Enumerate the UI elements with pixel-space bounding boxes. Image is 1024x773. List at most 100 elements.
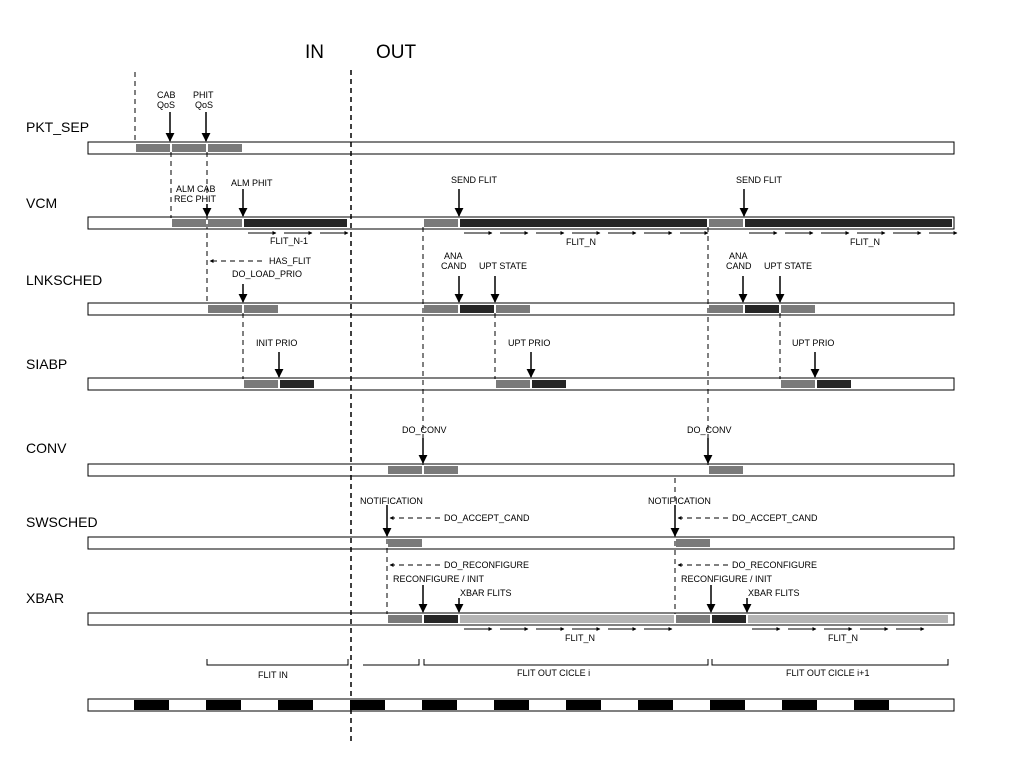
flit-n-1-label: FLIT_N-1	[270, 236, 308, 246]
cab-qos-label-line1: CAB	[157, 90, 176, 100]
swsched-timeline	[87, 536, 955, 550]
notification-label: NOTIFICATION	[648, 496, 711, 506]
flit-in-label: FLIT IN	[258, 670, 288, 680]
upt-state-label: UPT STATE	[764, 261, 812, 271]
notification-label: NOTIFICATION	[360, 496, 423, 506]
row-label-vcm: VCM	[26, 195, 57, 211]
siabp-segment	[532, 380, 566, 388]
clock-pulse	[278, 700, 313, 710]
clock-pulse	[134, 700, 169, 710]
lnksched-segment	[745, 305, 779, 313]
phit-qos-label-line1: PHIT	[193, 90, 214, 100]
has-flit-label: HAS_FLIT	[269, 256, 312, 266]
siabp-segment	[244, 380, 278, 388]
flit-n-label: FLIT_N	[565, 633, 595, 643]
siabp-segment	[280, 380, 314, 388]
xbar-segment	[748, 615, 948, 623]
reconfigure-init-label: RECONFIGURE / INIT	[681, 574, 773, 584]
flit-n-label: FLIT_N	[828, 633, 858, 643]
conv-segment	[709, 466, 743, 474]
flit-out-cycle-i1-bracket	[711, 659, 949, 666]
alm-cab-label-line1: ALM CAB	[176, 184, 216, 194]
lnksched-segment	[460, 305, 494, 313]
conv-segment	[424, 466, 458, 474]
do-conv-label: DO_CONV	[687, 425, 732, 435]
ana-cand-label-line2: CAND	[441, 261, 467, 271]
xbar-segment	[712, 615, 746, 623]
vcm-segment	[172, 219, 206, 227]
clock-pulse	[710, 700, 745, 710]
vcm-segment	[424, 219, 458, 227]
conv-segment	[388, 466, 422, 474]
xbar-segment	[460, 615, 674, 623]
flit-n-label: FLIT_N	[850, 237, 880, 247]
clock-pulse	[638, 700, 673, 710]
event-arrows	[165, 112, 820, 613]
pkt-sep-timeline	[87, 141, 955, 155]
clock-pulse	[782, 700, 817, 710]
reconfigure-init-label: RECONFIGURE / INIT	[393, 574, 485, 584]
vcm-segment	[208, 219, 242, 227]
flit-arrow-strips	[248, 231, 958, 631]
pkt-sep-segment	[172, 144, 206, 152]
clock-pulse	[854, 700, 889, 710]
send-flit-label: SEND FLIT	[451, 175, 498, 185]
ana-cand-label-line2: CAND	[726, 261, 752, 271]
flit-n-label: FLIT_N	[566, 237, 596, 247]
clock-pulse	[566, 700, 601, 710]
in-header: IN	[305, 42, 324, 63]
row-label-conv: CONV	[26, 440, 67, 456]
flit-out-cycle-i-label: FLIT OUT CICLE i	[517, 668, 590, 678]
row-label-pkt-sep: PKT_SEP	[26, 119, 89, 135]
vcm-segment	[745, 219, 952, 227]
upt-state-label: UPT STATE	[479, 261, 527, 271]
send-flit-label: SEND FLIT	[736, 175, 783, 185]
do-load-prio-label: DO_LOAD_PRIO	[232, 269, 302, 279]
guide-lines	[134, 70, 781, 745]
flit-in-bracket	[206, 659, 349, 666]
xbar-segment	[676, 615, 710, 623]
do-reconfigure-label: DO_RECONFIGURE	[444, 560, 529, 570]
annotations: CAB QoS PHIT QoS ALM CAB REC PHIT ALM PH…	[157, 90, 880, 680]
row-label-siabp: SIABP	[26, 356, 67, 372]
conv-timeline	[87, 463, 955, 477]
xbar-flits-label: XBAR FLITS	[460, 588, 512, 598]
do-accept-cand-label: DO_ACCEPT_CAND	[444, 513, 530, 523]
do-conv-label: DO_CONV	[402, 425, 447, 435]
clock-pulse	[206, 700, 241, 710]
upt-prio-label: UPT PRIO	[792, 338, 834, 348]
pkt-sep-segment	[208, 144, 242, 152]
upt-prio-label: UPT PRIO	[508, 338, 550, 348]
swsched-segment	[388, 539, 422, 547]
siabp-segment	[817, 380, 851, 388]
flit-out-cycle-i1-label: FLIT OUT CICLE i+1	[786, 668, 869, 678]
clock-pulse	[422, 700, 457, 710]
xbar-segment	[424, 615, 458, 623]
alm-cab-label-line2: REC PHIT	[174, 194, 217, 204]
swsched-segment	[676, 539, 710, 547]
lnksched-segment	[208, 305, 242, 313]
ana-cand-label-line1: ANA	[729, 251, 748, 261]
bracket-segment	[363, 659, 420, 666]
xbar-segment	[388, 615, 422, 623]
cab-qos-label-line2: QoS	[157, 100, 175, 110]
pkt-sep-segment	[136, 144, 170, 152]
xbar-flits-label: XBAR FLITS	[748, 588, 800, 598]
vcm-segment	[244, 219, 347, 227]
phit-qos-label-line2: QoS	[195, 100, 213, 110]
activity-segments	[136, 144, 952, 623]
lnksched-segment	[709, 305, 743, 313]
clock-pulse	[350, 700, 385, 710]
vcm-segment	[709, 219, 743, 227]
row-label-swsched: SWSCHED	[26, 514, 98, 530]
siabp-segment	[781, 380, 815, 388]
lnksched-segment	[781, 305, 815, 313]
phase-brackets	[206, 659, 949, 666]
lnksched-segment	[244, 305, 278, 313]
out-header: OUT	[376, 42, 417, 63]
row-label-xbar: XBAR	[26, 590, 64, 606]
alm-phit-label: ALM PHIT	[231, 178, 273, 188]
timeline-bars	[87, 141, 955, 712]
lnksched-segment	[496, 305, 530, 313]
